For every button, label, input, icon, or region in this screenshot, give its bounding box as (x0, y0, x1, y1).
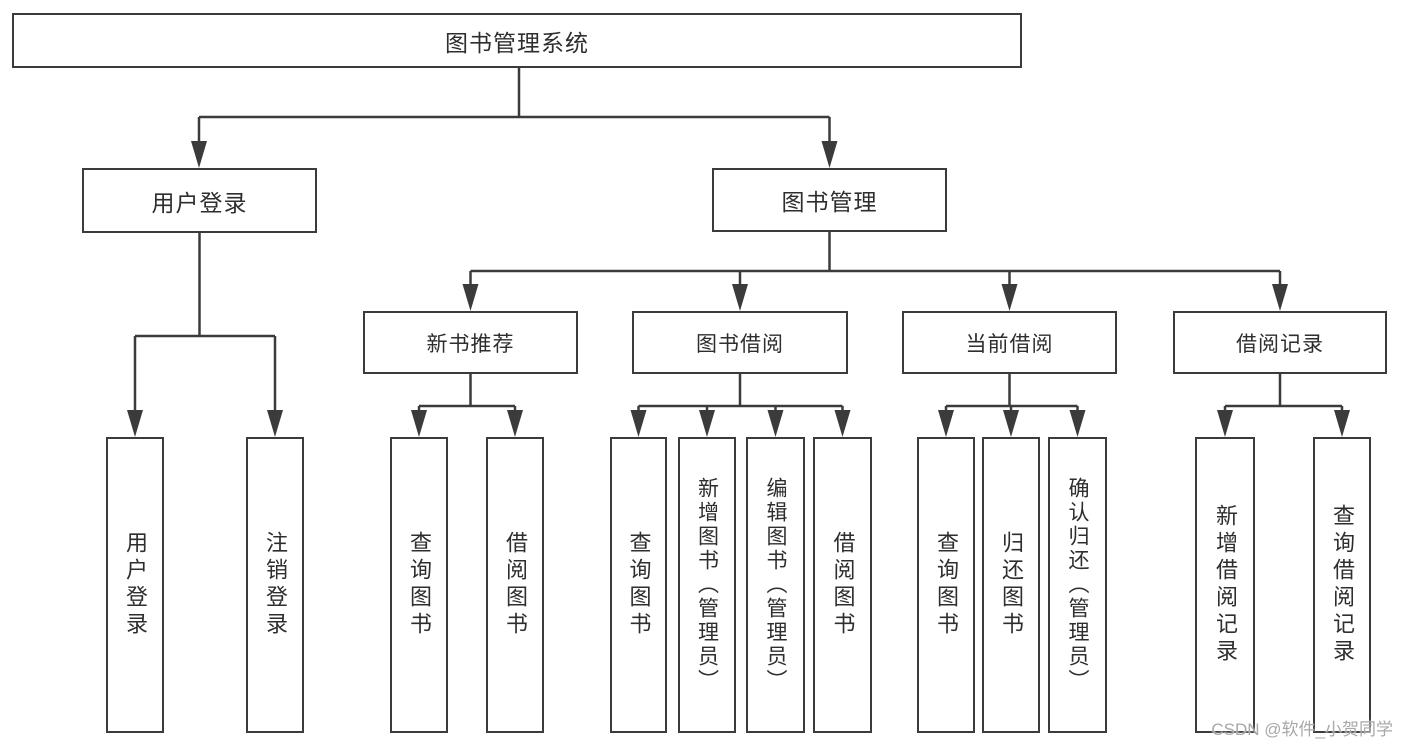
node-borrowing-records: 借阅记录 (1173, 311, 1387, 374)
leaf-query-books-recommend: 查询图书 (390, 437, 448, 733)
node-new-book-recommendation: 新书推荐 (363, 311, 578, 374)
node-library-management-system: 图书管理系统 (12, 13, 1022, 68)
leaf-add-books-admin: 新增图书（管理员） (678, 437, 736, 733)
leaf-confirm-return-admin: 确认归还（管理员） (1048, 437, 1107, 733)
leaf-edit-books-admin: 编辑图书（管理员） (746, 437, 805, 733)
node-user-login: 用户登录 (82, 168, 317, 233)
leaf-add-borrow-record: 新增借阅记录 (1195, 437, 1255, 733)
leaf-query-books-current: 查询图书 (917, 437, 975, 733)
node-current-borrowing: 当前借阅 (902, 311, 1117, 374)
leaf-user-login: 用户登录 (106, 437, 164, 733)
watermark: CSDN @软件_小贺同学 (1211, 720, 1393, 739)
leaf-query-books-borrowing: 查询图书 (610, 437, 667, 733)
leaf-borrow-books-recommend: 借阅图书 (486, 437, 544, 733)
node-book-management: 图书管理 (712, 168, 947, 232)
node-book-borrowing: 图书借阅 (632, 311, 848, 374)
leaf-logout: 注销登录 (246, 437, 304, 733)
leaf-borrow-books: 借阅图书 (813, 437, 872, 733)
leaf-query-borrow-record: 查询借阅记录 (1313, 437, 1371, 733)
leaf-return-books: 归还图书 (982, 437, 1040, 733)
